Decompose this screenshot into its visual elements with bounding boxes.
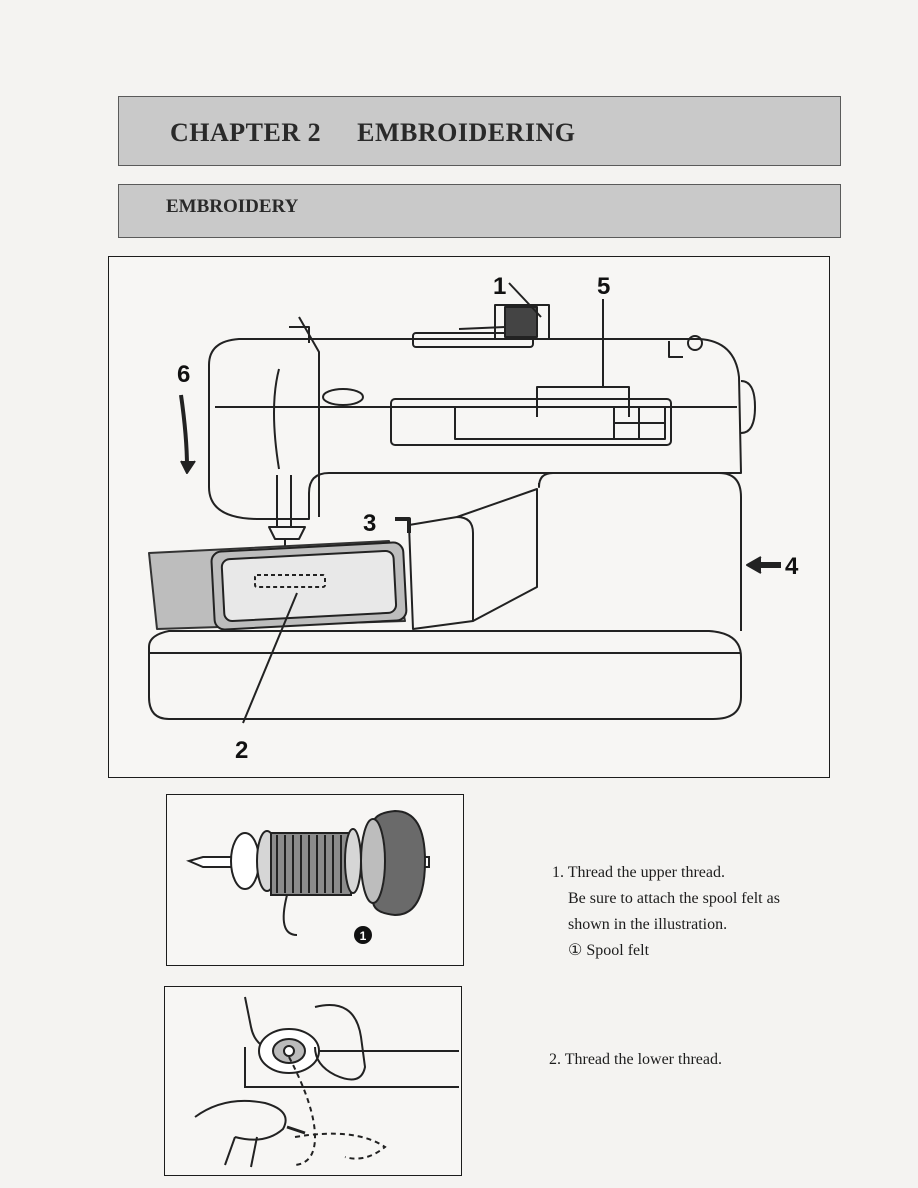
step-1-title: 1. Thread the upper thread. [552, 864, 725, 881]
step-1-line-2: Be sure to attach the spool felt as [568, 890, 780, 907]
step-1-line-3: shown in the illustration. [568, 916, 728, 933]
step-2-title: 2. Thread the lower thread. [549, 1051, 722, 1068]
chapter-title: CHAPTER 2 EMBROIDERING [170, 118, 575, 148]
step-1-text: 1. Thread the upper thread. Be sure to a… [552, 860, 780, 964]
spool-drawing: 1 [186, 809, 430, 944]
callout-5: 5 [597, 273, 611, 300]
spool-marker: 1 [360, 929, 367, 943]
machine-drawing [148, 282, 781, 724]
section-title: EMBROIDERY [166, 196, 299, 217]
bobbin-illustration [164, 986, 462, 1176]
section-header-bar [118, 184, 841, 238]
chapter-name: EMBROIDERING [357, 118, 576, 147]
callout-6: 6 [177, 361, 191, 388]
spool-illustration: 1 [166, 794, 464, 966]
chapter-header-bar [118, 96, 841, 166]
callout-3: 3 [363, 510, 377, 537]
step-1-line-4: ① Spool felt [568, 942, 650, 959]
callout-4: 4 [785, 553, 799, 580]
bobbin-drawing [194, 996, 459, 1168]
machine-illustration: 1 2 3 4 5 6 [108, 256, 830, 778]
chapter-number: CHAPTER 2 [170, 118, 322, 147]
callout-1: 1 [493, 273, 507, 300]
callout-2: 2 [235, 737, 249, 764]
step-2-text: 2. Thread the lower thread. [549, 1047, 722, 1073]
